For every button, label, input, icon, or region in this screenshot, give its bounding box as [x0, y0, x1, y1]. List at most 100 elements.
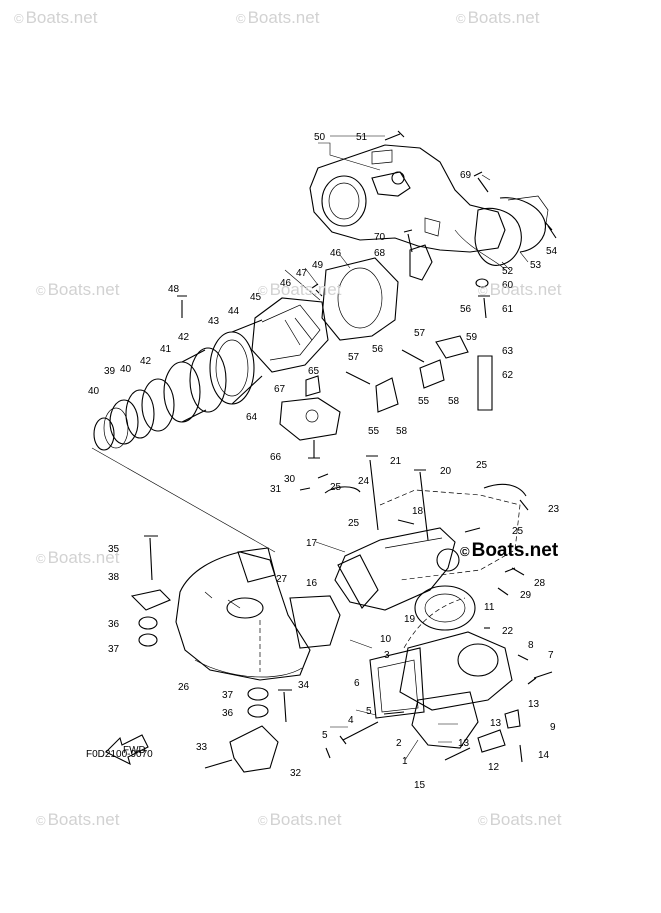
callout-48: 48 [168, 284, 180, 295]
impeller-housing-assembly [93, 257, 399, 451]
callout-labels: 1 2 3 4 5 5 6 7 8 9 10 11 12 13 13 13 14… [88, 132, 560, 791]
callout-49: 49 [312, 260, 324, 271]
callout-60: 60 [502, 280, 514, 291]
callout-17: 17 [306, 538, 318, 549]
callout-63: 63 [502, 346, 514, 357]
callout-32: 32 [290, 768, 302, 779]
callout-14: 14 [538, 750, 550, 761]
callout-55b: 55 [418, 396, 430, 407]
callout-23: 23 [548, 504, 560, 515]
callout-62: 62 [502, 370, 514, 381]
callout-46a: 46 [280, 278, 292, 289]
watermark: ©Boats.net [478, 810, 562, 829]
callout-36a: 36 [108, 619, 120, 630]
callout-1: 1 [402, 756, 408, 767]
callout-41: 41 [160, 344, 172, 355]
callout-18: 18 [412, 506, 424, 517]
callout-57a: 57 [348, 352, 360, 363]
callout-22: 22 [502, 626, 514, 637]
callout-45: 45 [250, 292, 262, 303]
callout-53: 53 [530, 260, 542, 271]
watermark: ©Boats.net [478, 280, 562, 299]
callout-42a: 42 [140, 356, 152, 367]
callout-66: 66 [270, 452, 282, 463]
callout-55a: 55 [368, 426, 380, 437]
callout-26: 26 [178, 682, 190, 693]
callout-35: 35 [108, 544, 120, 555]
watermark: ©Boats.net [258, 280, 342, 299]
callout-10: 10 [380, 634, 392, 645]
callout-40a: 40 [120, 364, 132, 375]
callout-13b: 13 [528, 699, 540, 710]
callout-64: 64 [246, 412, 258, 423]
callout-29: 29 [520, 590, 532, 601]
callout-57b: 57 [414, 328, 426, 339]
callout-50: 50 [314, 132, 326, 143]
callout-20: 20 [440, 466, 452, 477]
callout-8: 8 [528, 640, 534, 651]
callout-56a: 56 [372, 344, 384, 355]
fwd-arrow-icon: FWD [105, 734, 149, 766]
callout-28: 28 [534, 578, 546, 589]
callout-15: 15 [414, 780, 426, 791]
callout-2: 2 [396, 738, 402, 749]
callout-52: 52 [502, 266, 514, 277]
callout-47: 47 [296, 268, 308, 279]
callout-58b: 58 [448, 396, 460, 407]
callout-21: 21 [390, 456, 402, 467]
callout-25d: 25 [512, 526, 524, 537]
mounts-assembly [279, 335, 493, 459]
callout-5a: 5 [366, 706, 372, 717]
callout-31: 31 [270, 484, 282, 495]
callout-7: 7 [548, 650, 554, 661]
callout-13a: 13 [490, 718, 502, 729]
callout-9: 9 [550, 722, 556, 733]
callout-59: 59 [466, 332, 478, 343]
callout-25b: 25 [348, 518, 360, 529]
leader-lines [91, 135, 529, 761]
bolts-top [384, 130, 557, 319]
callout-46b: 46 [330, 248, 342, 259]
watermark: ©Boats.net [236, 8, 320, 27]
watermark: ©Boats.net [36, 548, 120, 567]
callout-25c: 25 [476, 460, 488, 471]
callout-4: 4 [348, 715, 354, 726]
callout-5b: 5 [322, 730, 328, 741]
muffler-assembly [130, 535, 341, 773]
callout-37a: 37 [108, 644, 120, 655]
callout-6: 6 [354, 678, 360, 689]
watermark-bold: ©Boats.net [460, 540, 559, 561]
callout-42b: 42 [178, 332, 190, 343]
callout-38: 38 [108, 572, 120, 583]
watermark: ©Boats.net [14, 8, 98, 27]
callout-40b: 40 [88, 386, 100, 397]
callout-33: 33 [196, 742, 208, 753]
callout-24: 24 [358, 476, 370, 487]
watermark: ©Boats.net [36, 280, 120, 299]
callout-67: 67 [274, 384, 286, 395]
callout-44: 44 [228, 306, 240, 317]
callout-39: 39 [104, 366, 116, 377]
callout-12: 12 [488, 762, 500, 773]
callout-37b: 37 [222, 690, 234, 701]
callout-11: 11 [484, 602, 495, 613]
callout-58a: 58 [396, 426, 408, 437]
callout-3: 3 [384, 650, 390, 661]
exhaust-elbow-assembly [299, 455, 529, 611]
callout-30: 30 [284, 474, 296, 485]
callout-68: 68 [374, 248, 386, 259]
callout-34: 34 [298, 680, 310, 691]
callout-69: 69 [460, 170, 472, 181]
pump-cover-assembly [309, 144, 549, 281]
callout-19: 19 [404, 614, 416, 625]
watermark: ©Boats.net [456, 8, 540, 27]
callout-70: 70 [374, 232, 386, 243]
callout-36b: 36 [222, 708, 234, 719]
watermark: ©Boats.net [36, 810, 120, 829]
callout-25a: 25 [330, 482, 342, 493]
callout-65: 65 [308, 366, 320, 377]
exhaust-manifold-assembly [325, 585, 553, 763]
callout-56b: 56 [460, 304, 472, 315]
callout-13c: 13 [458, 738, 470, 749]
